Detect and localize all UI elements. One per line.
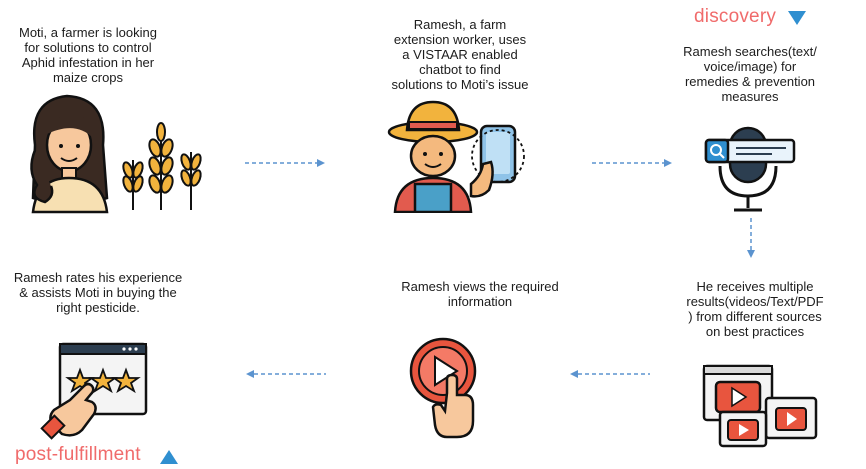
step-3-caption: Ramesh searches(text/ voice/image) for r… [683, 44, 817, 104]
post-fulfillment-stage-label: post-fulfillment [15, 444, 141, 465]
video-windows-icon [702, 364, 818, 448]
search-microphone-icon [704, 126, 796, 212]
discovery-stage-label: discovery [694, 6, 777, 27]
triangle-down-icon [788, 11, 806, 25]
farmer-phone-icon [387, 100, 525, 213]
arrow-step5-to-step6 [246, 370, 326, 378]
arrow-step1-to-step2 [245, 159, 325, 167]
step-4-caption: He receives multiple results(videos/Text… [686, 279, 824, 339]
step-1-caption: Moti, a farmer is looking for solutions … [19, 25, 157, 85]
arrow-step3-to-step4 [747, 218, 755, 258]
step-6-caption: Ramesh rates his experience & assists Mo… [13, 270, 183, 315]
step-5-caption: Ramesh views the required information [401, 279, 559, 309]
triangle-up-icon [160, 450, 178, 464]
step-2-caption: Ramesh, a farm extension worker, uses a … [391, 17, 529, 92]
arrow-step2-to-step3 [592, 159, 672, 167]
play-button-tap-icon [409, 337, 477, 439]
arrow-step4-to-step5 [570, 370, 650, 378]
rating-stars-icon [40, 342, 148, 440]
farmer-woman-icon [30, 94, 202, 214]
